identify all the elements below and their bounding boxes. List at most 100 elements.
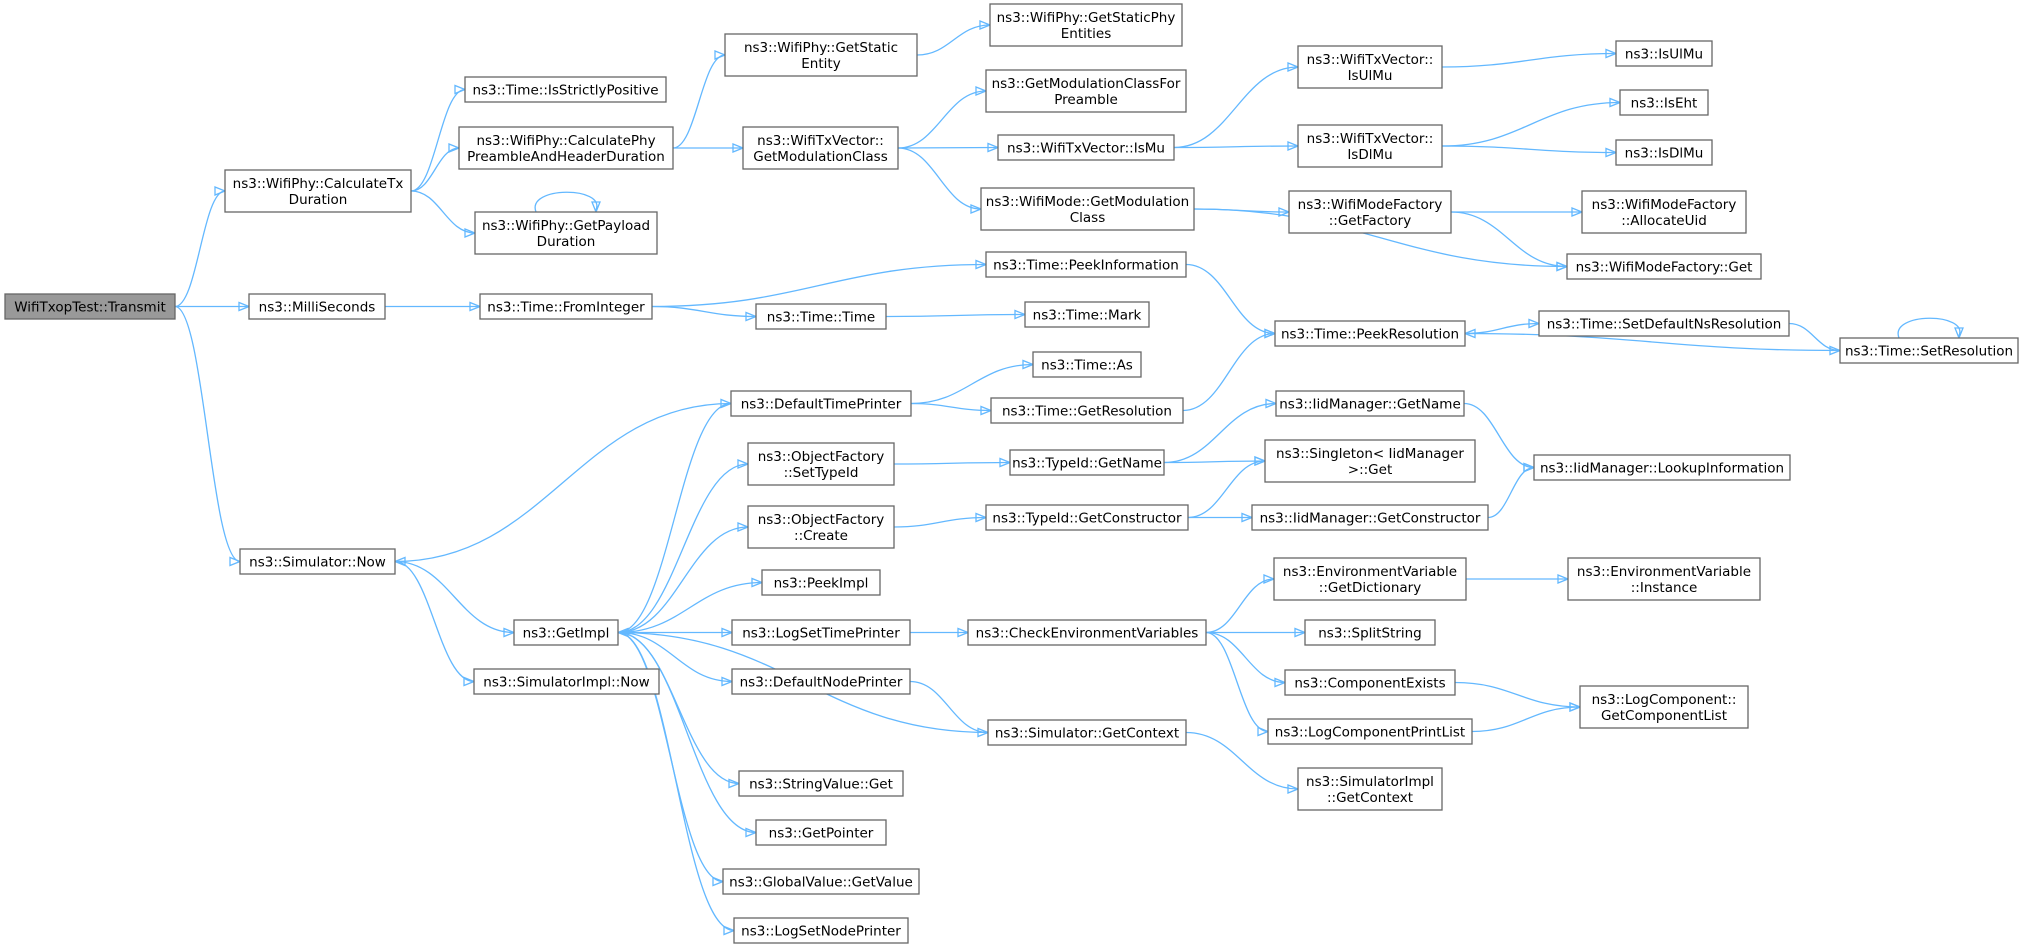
edge-objCreate-to-typeGetCons: [893, 512, 988, 528]
node-peekRes[interactable]: ns3::Time::PeekResolution: [1274, 320, 1466, 347]
node-typeGetCons[interactable]: ns3::TypeId::GetConstructor: [985, 504, 1189, 531]
node-peekImpl[interactable]: ns3::PeekImpl: [761, 569, 881, 596]
node-isUlMuV[interactable]: ns3::WifiTxVector::IsUlMu: [1297, 45, 1443, 89]
node-logCompGetList[interactable]: ns3::LogComponent::GetComponentList: [1579, 685, 1749, 729]
node-setDefNs[interactable]: ns3::Time::SetDefaultNsResolution: [1538, 310, 1790, 337]
node-box: [1615, 40, 1713, 67]
node-label: ns3::DefaultNodePrinter: [740, 675, 903, 691]
node-calcPre[interactable]: ns3::WifiPhy::CalculatePhyPreambleAndHea…: [458, 126, 674, 170]
node-box: [1304, 619, 1436, 646]
node-getRes[interactable]: ns3::Time::GetResolution: [990, 397, 1184, 424]
node-box: [1579, 685, 1749, 729]
node-transmit[interactable]: WifiTxopTest::Transmit: [4, 293, 176, 320]
node-isMu[interactable]: ns3::WifiTxVector::IsMu: [997, 134, 1175, 161]
node-fromInt[interactable]: ns3::Time::FromInteger: [479, 293, 653, 320]
node-box: [742, 126, 899, 170]
node-label: ns3::LogComponentPrintList: [1275, 725, 1465, 741]
node-simNow[interactable]: ns3::Simulator::Now: [239, 548, 396, 575]
node-box: [987, 719, 1187, 746]
edge-simGetCtx-to-simImplCtx: [1185, 731, 1300, 794]
node-timeMark[interactable]: ns3::Time::Mark: [1024, 301, 1150, 328]
edge-checkEnv-to-logCompPrint: [1205, 631, 1270, 737]
node-splitString[interactable]: ns3::SplitString: [1304, 619, 1436, 646]
node-iidGetName[interactable]: ns3::IidManager::GetName: [1275, 390, 1465, 417]
node-label: ns3::Singleton< IidManager: [1276, 446, 1464, 462]
node-peekInfo[interactable]: ns3::Time::PeekInformation: [985, 251, 1187, 278]
node-strValGet[interactable]: ns3::StringValue::Get: [738, 770, 904, 797]
node-getModClass[interactable]: ns3::WifiTxVector::GetModulationClass: [742, 126, 899, 170]
node-label: ns3::LogSetTimePrinter: [742, 626, 900, 642]
edge-calcTx-to-payload: [410, 190, 477, 238]
edge-logCompPrint-to-logCompGetList: [1471, 702, 1582, 733]
node-label: ::Create: [794, 528, 848, 544]
node-milli[interactable]: ns3::MilliSeconds: [248, 293, 386, 320]
node-modeGetMod[interactable]: ns3::WifiMode::GetModulationClass: [980, 187, 1195, 231]
node-logSetTime[interactable]: ns3::LogSetTimePrinter: [731, 619, 911, 646]
node-isUlMu[interactable]: ns3::IsUlMu: [1615, 40, 1713, 67]
node-box: [755, 303, 887, 330]
node-objCreate[interactable]: ns3::ObjectFactory::Create: [747, 505, 895, 549]
node-label: ns3::EnvironmentVariable: [1283, 564, 1457, 580]
node-label: ns3::Time::Mark: [1033, 308, 1142, 324]
node-simGetCtx[interactable]: ns3::Simulator::GetContext: [987, 719, 1187, 746]
node-globalGetValue[interactable]: ns3::GlobalValue::GetValue: [722, 868, 920, 895]
node-box: [1275, 390, 1465, 417]
edge-getModClass-to-modeGetMod: [897, 147, 983, 214]
node-label: Duration: [289, 192, 348, 208]
node-envInstance[interactable]: ns3::EnvironmentVariable::Instance: [1567, 557, 1761, 601]
node-simImplCtx[interactable]: ns3::SimulatorImpl::GetContext: [1297, 767, 1443, 811]
edge-defTimePrinter-to-timeAs: [910, 359, 1035, 405]
edge-getImpl-to-logSetNode: [617, 631, 736, 936]
node-timeTime[interactable]: ns3::Time::Time: [755, 303, 887, 330]
node-simImplNow[interactable]: ns3::SimulatorImpl::Now: [473, 668, 660, 695]
edge-isMu-to-isUlMuV: [1173, 62, 1300, 149]
edge-calcPre-to-staticEnt: [672, 50, 727, 149]
node-getPointer[interactable]: ns3::GetPointer: [755, 819, 887, 846]
node-timeAs[interactable]: ns3::Time::As: [1032, 351, 1142, 378]
node-label: ns3::ObjectFactory: [758, 449, 885, 465]
node-box: [1032, 351, 1142, 378]
node-getImpl[interactable]: ns3::GetImpl: [513, 619, 619, 646]
node-logSetNode[interactable]: ns3::LogSetNodePrinter: [733, 917, 909, 944]
node-isEht[interactable]: ns3::IsEht: [1619, 89, 1709, 116]
node-iidLookup[interactable]: ns3::IidManager::LookupInformation: [1533, 454, 1791, 481]
node-box: [248, 293, 386, 320]
node-box: [980, 187, 1195, 231]
node-defTimePrinter[interactable]: ns3::DefaultTimePrinter: [730, 390, 912, 417]
node-iidGetCons[interactable]: ns3::IidManager::GetConstructor: [1251, 504, 1489, 531]
node-setRes[interactable]: ns3::Time::SetResolution: [1839, 337, 2019, 364]
edge-isDlMuV-to-isEht: [1441, 97, 1622, 147]
node-box: [997, 134, 1175, 161]
node-label: IsDlMu: [1347, 147, 1392, 163]
node-allocUid[interactable]: ns3::WifiModeFactory::AllocateUid: [1581, 190, 1747, 234]
node-objSetType[interactable]: ns3::ObjectFactory::SetTypeId: [747, 442, 895, 486]
node-isDlMuV[interactable]: ns3::WifiTxVector::IsDlMu: [1297, 124, 1443, 168]
node-factoryGet[interactable]: ns3::WifiModeFactory::GetFactory: [1288, 190, 1452, 234]
node-box: [513, 619, 619, 646]
node-label: ::GetDictionary: [1319, 580, 1421, 596]
node-logCompPrint[interactable]: ns3::LogComponentPrintList: [1267, 718, 1473, 745]
node-box: [1615, 139, 1713, 166]
node-label: ns3::TypeId::GetName: [1012, 456, 1162, 472]
node-envGetDict[interactable]: ns3::EnvironmentVariable::GetDictionary: [1273, 557, 1467, 601]
node-strictPos[interactable]: ns3::Time::IsStrictlyPositive: [464, 76, 667, 103]
edge-typeGetName-to-iidGetName: [1163, 398, 1278, 464]
node-wmfGet[interactable]: ns3::WifiModeFactory::Get: [1566, 253, 1762, 280]
node-label: ::GetFactory: [1329, 213, 1411, 229]
node-compExists[interactable]: ns3::ComponentExists: [1284, 669, 1456, 696]
node-label: GetComponentList: [1601, 708, 1727, 724]
node-singleton[interactable]: ns3::Singleton< IidManager>::Get: [1264, 439, 1476, 483]
node-box: [967, 619, 1207, 646]
node-box: [730, 390, 912, 417]
edge-checkEnv-to-splitString: [1206, 627, 1307, 638]
node-isDlMu[interactable]: ns3::IsDlMu: [1615, 139, 1713, 166]
node-typeGetName[interactable]: ns3::TypeId::GetName: [1009, 449, 1165, 476]
node-checkEnv[interactable]: ns3::CheckEnvironmentVariables: [967, 619, 1207, 646]
node-label: ns3::GetImpl: [523, 626, 610, 642]
node-defNodePrinter[interactable]: ns3::DefaultNodePrinter: [731, 668, 911, 695]
